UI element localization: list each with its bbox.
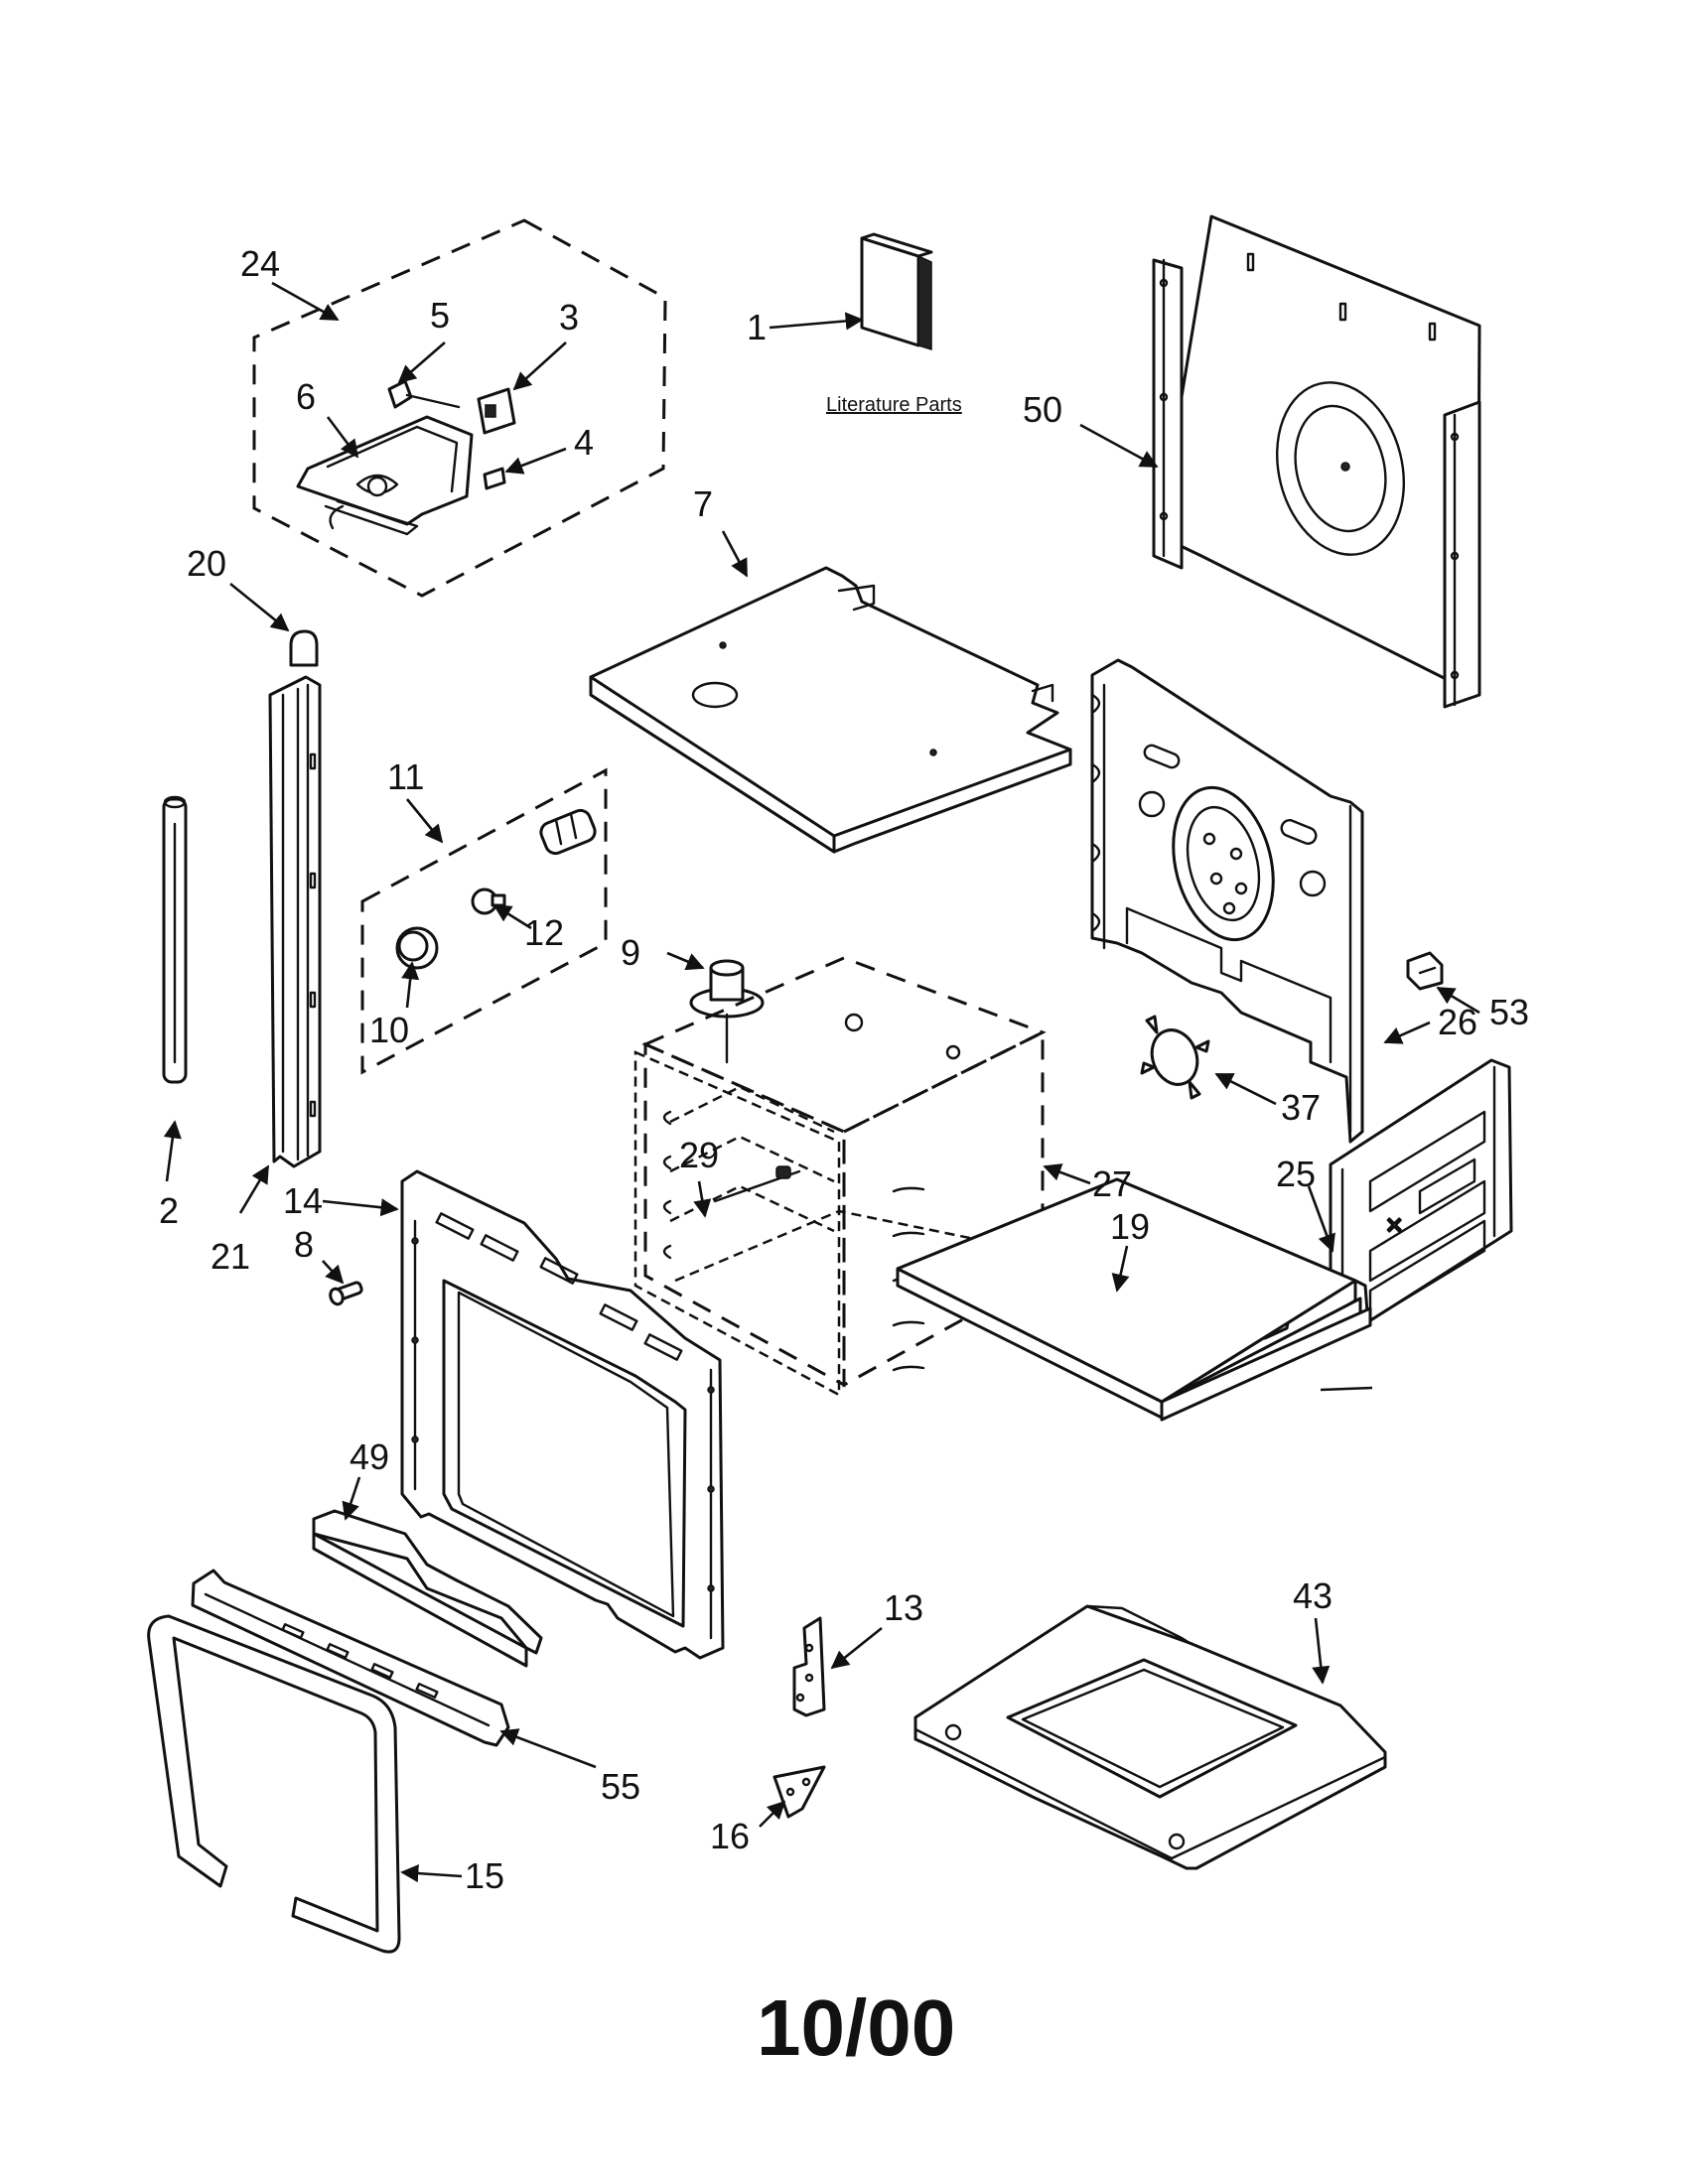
svg-text:✕: ✕ (1385, 1213, 1403, 1238)
part-10-lamp-lens (395, 926, 439, 970)
callout-2: 2 (159, 1190, 179, 1231)
callout-26: 26 (1438, 1002, 1477, 1042)
part-2-rod (162, 795, 188, 1084)
part-53-clip (1406, 951, 1444, 991)
date-code: 10/00 (757, 1983, 955, 2072)
callout-14: 14 (283, 1180, 323, 1221)
callout-12: 12 (524, 912, 564, 953)
callout-15: 15 (465, 1855, 504, 1896)
part-43-bottom-tray (913, 1604, 1387, 1870)
part-21-side-trim (268, 675, 322, 1168)
callout-7: 7 (693, 483, 713, 524)
part-26-rear-wall (1090, 658, 1364, 1144)
leader-lines (163, 281, 1480, 1883)
callout-19: 19 (1110, 1206, 1150, 1247)
callout-43: 43 (1293, 1575, 1333, 1616)
callout-27: 27 (1092, 1163, 1132, 1204)
part-13-bracket (792, 1616, 826, 1717)
literature-parts-caption: Literature Parts (826, 394, 962, 416)
part-14-front-frame (400, 1169, 725, 1660)
callout-50: 50 (1023, 389, 1062, 430)
callout-11: 11 (387, 756, 424, 797)
callout-16: 16 (710, 1816, 750, 1856)
callout-37: 37 (1281, 1087, 1321, 1128)
part-50-rear-panel (1152, 214, 1481, 709)
callout-55: 55 (601, 1766, 640, 1807)
callout-25: 25 (1276, 1154, 1316, 1194)
part-37-sensor (1140, 1015, 1210, 1100)
callout-29: 29 (679, 1135, 719, 1175)
part-55-vent-trim (191, 1569, 510, 1747)
callout-21: 21 (210, 1236, 250, 1277)
part-49-vent-channel (312, 1509, 543, 1668)
part-11-lamp-kit-group (360, 767, 608, 1075)
part-1-literature-booklet (860, 232, 933, 351)
part-lamp-socket (539, 808, 597, 856)
part-16-corner-bracket (772, 1765, 826, 1819)
callout-10: 10 (369, 1010, 409, 1050)
callout-5: 5 (430, 295, 450, 336)
part-24-bracket-kit-group (252, 218, 667, 598)
callout-8: 8 (294, 1224, 314, 1265)
part-20-trim-cap (289, 629, 319, 667)
part-4-clip (483, 467, 506, 490)
callout-20: 20 (187, 543, 226, 584)
callout-3: 3 (559, 297, 579, 338)
part-7-top-panel (589, 566, 1072, 854)
callout-53: 53 (1489, 992, 1529, 1032)
part-27-oven-cavity (633, 956, 1047, 1398)
part-15-door-gasket (147, 1614, 401, 1954)
callout-labels: 1 50 24 5 3 6 4 7 20 11 2 21 10 12 9 27 … (159, 243, 1529, 1896)
part-8-screw (329, 1281, 363, 1306)
callout-1: 1 (747, 307, 767, 347)
callout-49: 49 (350, 1436, 389, 1477)
callout-9: 9 (621, 932, 640, 973)
callout-4: 4 (574, 422, 594, 463)
callout-6: 6 (296, 376, 316, 417)
callout-13: 13 (884, 1587, 923, 1628)
callout-24: 24 (240, 243, 280, 284)
part-6-bracket (296, 415, 474, 526)
part-3-switch (477, 387, 516, 435)
part-9-motor (689, 959, 765, 1064)
